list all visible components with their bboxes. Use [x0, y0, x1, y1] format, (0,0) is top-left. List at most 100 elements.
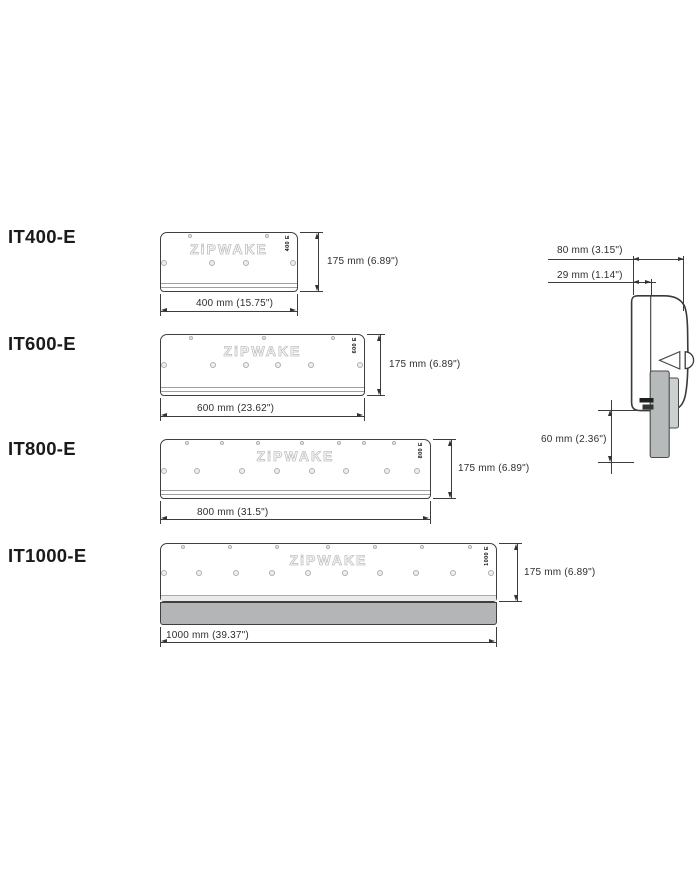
side-depth-dimension-label: 80 mm (3.15") [557, 245, 623, 256]
screw-hole [343, 467, 350, 474]
screw-hole [189, 335, 194, 340]
product-label: IT600-E [8, 333, 76, 354]
extension-line [367, 334, 385, 335]
screw-hole [341, 569, 348, 576]
screw-hole [196, 569, 203, 576]
side-triangle-detail [657, 350, 681, 370]
model-badge: 600 E [351, 337, 358, 354]
blade-seam [161, 283, 297, 288]
screw-hole [243, 259, 250, 266]
zipwake-logo: ZiPWAKE [190, 241, 268, 258]
arrowhead [608, 410, 613, 416]
width-dimension-label: 400 mm (15.75") [196, 298, 274, 309]
side-blade [649, 370, 670, 459]
extension-line [300, 232, 323, 233]
model-badge: 800 E [417, 442, 424, 459]
arrowhead [677, 256, 684, 261]
zipwake-logo: ZiPWAKE [223, 343, 302, 360]
dimension-line [517, 544, 518, 601]
dimension-line [161, 311, 297, 312]
screw-hole [273, 467, 280, 474]
screw-hole [219, 440, 224, 445]
screw-hole [392, 440, 397, 445]
screw-hole [308, 361, 315, 368]
arrowhead [423, 516, 429, 521]
interceptor-blade [160, 602, 497, 625]
screw-hole [255, 440, 260, 445]
arrowhead [514, 594, 519, 601]
width-dimension-label: 600 mm (23.62") [197, 403, 275, 414]
screw-hole [275, 544, 280, 549]
extension-line [160, 294, 161, 316]
screw-hole [161, 361, 168, 368]
screw-hole [304, 569, 311, 576]
screw-hole [449, 569, 456, 576]
side-hose-knob [684, 351, 695, 370]
arrowhead [448, 440, 453, 446]
extension-line [433, 498, 456, 499]
zipwake-logo: ZiPWAKE [289, 552, 368, 569]
dimension-line [161, 519, 430, 520]
extension-line [160, 627, 161, 647]
screw-hole [232, 569, 239, 576]
extension-line [433, 439, 456, 440]
arrowhead [633, 279, 639, 284]
screw-hole [414, 467, 421, 474]
interceptor-front-view: ZiPWAKE 400 E [160, 232, 298, 292]
screw-hole [373, 544, 378, 549]
arrowhead [161, 639, 167, 644]
screw-hole [326, 544, 330, 549]
extension-line [598, 410, 642, 411]
extension-line [364, 398, 365, 421]
extension-line [496, 627, 497, 647]
product-label: IT1000-E [8, 545, 87, 566]
extension-line [499, 543, 522, 544]
screw-hole [337, 440, 342, 445]
width-dimension-label: 1000 mm (39.37") [166, 630, 249, 641]
product-label: IT400-E [8, 226, 76, 247]
arrowhead [645, 279, 652, 284]
screw-hole [265, 233, 270, 238]
screw-hole [362, 440, 367, 445]
model-badge: 1000 E [483, 546, 490, 566]
arrowhead [161, 413, 167, 418]
arrowhead [161, 308, 167, 313]
width-dimension-label: 800 mm (31.5") [197, 507, 269, 518]
model-badge: 400 E [284, 235, 291, 252]
blade-seam [161, 490, 430, 495]
side-blade-step [667, 377, 679, 429]
side-offset-dimension-label: 29 mm (1.14") [557, 270, 623, 281]
screw-hole [356, 361, 363, 368]
side-clip-lower [642, 404, 654, 410]
screw-hole [467, 544, 472, 549]
arrowhead [357, 413, 363, 418]
dimension-line [451, 440, 452, 498]
screw-hole [193, 467, 200, 474]
extension-line [160, 398, 161, 421]
arrowhead [608, 455, 613, 462]
extension-line [300, 291, 323, 292]
dimension-line [611, 400, 612, 474]
extension-line [430, 501, 431, 524]
screw-hole [308, 467, 315, 474]
dimension-line [318, 233, 319, 291]
arrowhead [377, 388, 382, 395]
dimension-line [548, 282, 656, 283]
screw-hole [488, 569, 495, 576]
side-blade-travel-dimension-label: 60 mm (2.36") [541, 434, 607, 445]
interceptor-front-view: ZiPWAKE 600 E [160, 334, 365, 396]
height-dimension-label: 175 mm (6.89") [389, 359, 461, 370]
arrowhead [448, 491, 453, 498]
height-dimension-label: 175 mm (6.89") [327, 256, 399, 267]
screw-hole [184, 440, 189, 445]
dimension-line [161, 642, 496, 643]
screw-hole [420, 544, 425, 549]
screw-hole [377, 569, 384, 576]
side-body-outline [630, 295, 689, 412]
screw-hole [161, 259, 167, 266]
screw-hole [274, 361, 281, 368]
screw-hole [238, 467, 245, 474]
screw-hole [412, 569, 419, 576]
